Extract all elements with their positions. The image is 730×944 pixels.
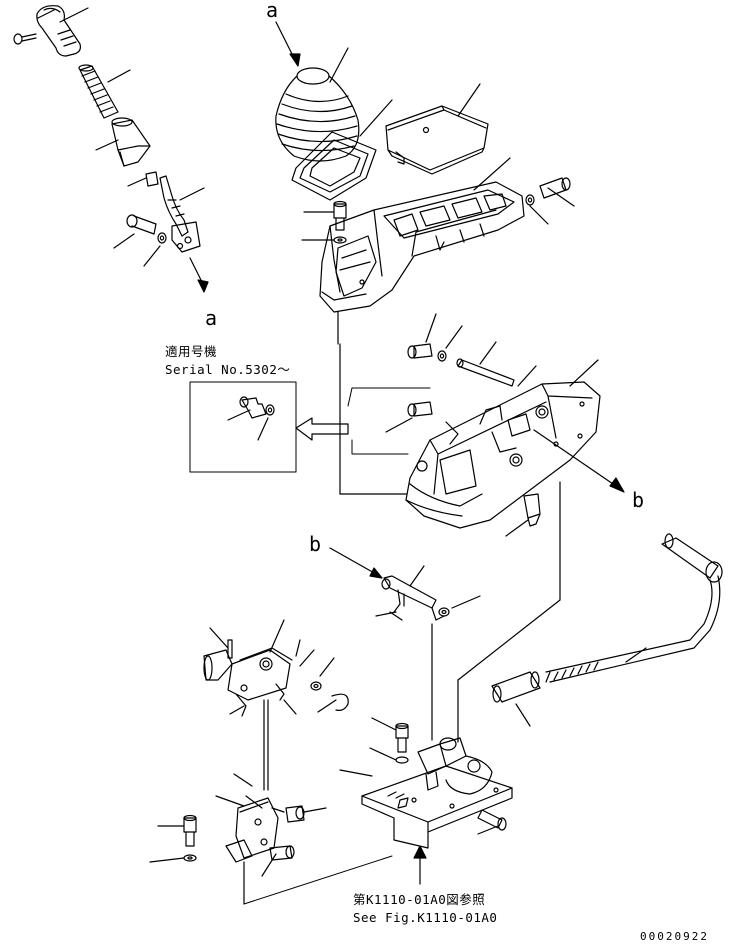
ref-label-a-lower: a <box>205 306 217 330</box>
bottom-washer <box>150 855 196 862</box>
see-fig-line1: 第K1110-01A0図参照 <box>353 892 485 907</box>
upper-console-assembly <box>276 22 574 344</box>
plate-bolt <box>372 718 408 752</box>
lower-clip <box>318 694 348 712</box>
side-bolt <box>540 178 574 206</box>
inset-bolt <box>228 397 266 420</box>
see-fig-line2: See Fig.K1110-01A0 <box>353 910 497 925</box>
console-body <box>320 182 524 312</box>
bent-lever <box>160 176 200 252</box>
lever-housing <box>406 382 600 528</box>
bracket-washer <box>438 326 462 361</box>
lower-washer-1 <box>311 658 334 690</box>
lever-bolt <box>127 215 156 234</box>
knob-grip <box>37 6 81 56</box>
bracket-bolt-top <box>408 314 436 358</box>
knob-socket <box>112 118 150 166</box>
bottom-bolt-3 <box>158 816 196 847</box>
knob-spring-boot <box>79 65 118 118</box>
lever-washer <box>158 233 166 243</box>
ref-label-a-top: a <box>266 0 278 22</box>
inset-washer <box>258 405 274 440</box>
base-plate-assembly <box>340 482 560 884</box>
serial-note-line1: 適用号機 <box>165 344 217 359</box>
lever-knob-assembly <box>14 6 208 292</box>
ref-label-b-left: b <box>309 532 321 556</box>
console-cover <box>386 106 488 174</box>
cap-screw <box>304 202 346 231</box>
serial-note-line2: Serial No.5302～ <box>165 362 290 377</box>
drawing-number: 00020922 <box>640 930 709 943</box>
lever-grip-sleeve <box>492 672 540 726</box>
ref-label-b-right: b <box>632 488 644 512</box>
link-washer <box>439 596 480 616</box>
cap-screw-washer <box>302 237 346 243</box>
bottom-bolt-1 <box>286 806 326 822</box>
inset-pointer-arrow <box>296 418 348 440</box>
bottom-bracket <box>150 774 326 904</box>
knob-screw <box>14 34 36 44</box>
plate-washer <box>370 748 408 763</box>
small-nut <box>128 172 158 186</box>
serial-inset <box>190 382 296 472</box>
long-lever-rod <box>546 534 722 682</box>
link-rod-assembly <box>330 548 480 740</box>
side-washer <box>526 195 548 224</box>
bottom-bolt-2 <box>262 846 294 876</box>
lower-left-bracket <box>204 620 348 790</box>
bracket-bolt-mid <box>386 402 432 432</box>
pivot-pin <box>457 342 514 386</box>
plate-rear-bolt <box>478 810 506 834</box>
spring-pin <box>210 628 232 658</box>
boot-frame <box>292 132 376 200</box>
limit-switch <box>506 494 540 536</box>
lever-bracket-assembly <box>340 314 624 536</box>
